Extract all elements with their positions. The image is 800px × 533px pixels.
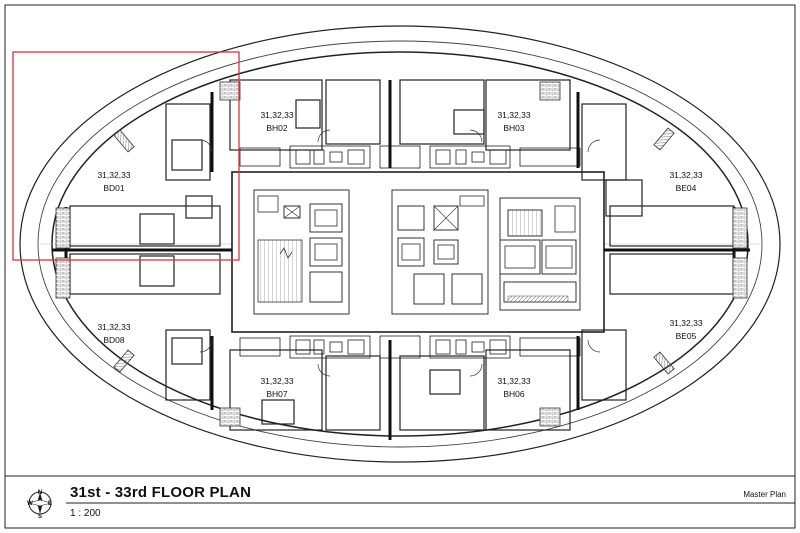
unit-floors-bd01: 31,32,33 [97,170,130,180]
unit-floors-bh03: 31,32,33 [497,110,530,120]
compass-w: W [27,501,33,507]
compass-e: E [48,501,52,507]
unit-code-be04: BE04 [676,183,697,193]
unit-floors-be05: 31,32,33 [669,318,702,328]
unit-floors-bh02: 31,32,33 [260,110,293,120]
central-core [231,171,605,333]
unit-code-be05: BE05 [676,331,697,341]
compass-icon: N E S W [27,490,53,520]
unit-code-bh06: BH06 [503,389,525,399]
unit-floors-bh07: 31,32,33 [260,376,293,386]
compass-s: S [38,514,42,520]
unit-floors-bd08: 31,32,33 [97,322,130,332]
compass-n: N [38,490,42,496]
interior-partitions [69,79,735,431]
sheet-frame [4,4,796,529]
unit-labels: 31,32,33 BD01 31,32,33 BH02 31,32,33 BH0… [97,110,702,399]
unit-code-bd01: BD01 [103,183,125,193]
unit-floors-bh06: 31,32,33 [497,376,530,386]
door-swings [199,129,601,377]
sheet-label: Master Plan [743,490,786,499]
plan-title: 31st - 33rd FLOOR PLAN [70,484,252,501]
balcony-edge [37,40,763,448]
unit-code-bh07: BH07 [266,389,288,399]
unit-code-bd08: BD08 [103,335,125,345]
plan-scale: 1 : 200 [70,508,101,519]
unit-code-bh03: BH03 [503,123,525,133]
unit-floors-be04: 31,32,33 [669,170,702,180]
corridor-fixtures [239,145,581,359]
planters [55,81,748,427]
unit-code-bh02: BH02 [266,123,288,133]
unit-highlight-box [12,51,240,261]
outer-facade [19,25,781,463]
